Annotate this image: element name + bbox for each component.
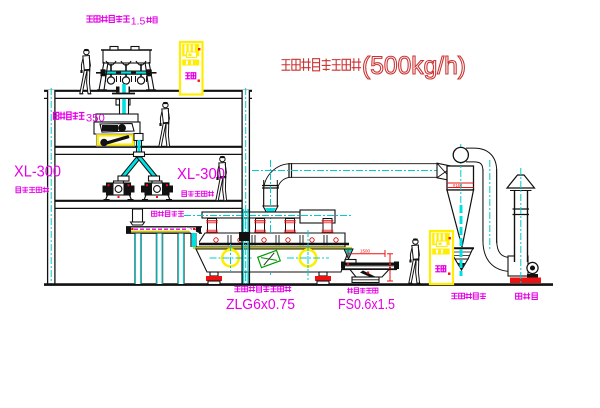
svg-text:XL-300: XL-300: [177, 166, 225, 183]
svg-text:(500kg/h): (500kg/h): [362, 52, 466, 80]
svg-text:1.5: 1.5: [131, 16, 146, 28]
svg-text:FS0.6x1.5: FS0.6x1.5: [338, 297, 395, 313]
svg-text:XL-300: XL-300: [14, 164, 61, 181]
svg-text:350: 350: [86, 113, 105, 125]
svg-text:1500: 1500: [360, 249, 371, 254]
svg-text:ZLG6x0.75: ZLG6x0.75: [226, 297, 295, 313]
svg-text:#160: #160: [453, 183, 463, 188]
